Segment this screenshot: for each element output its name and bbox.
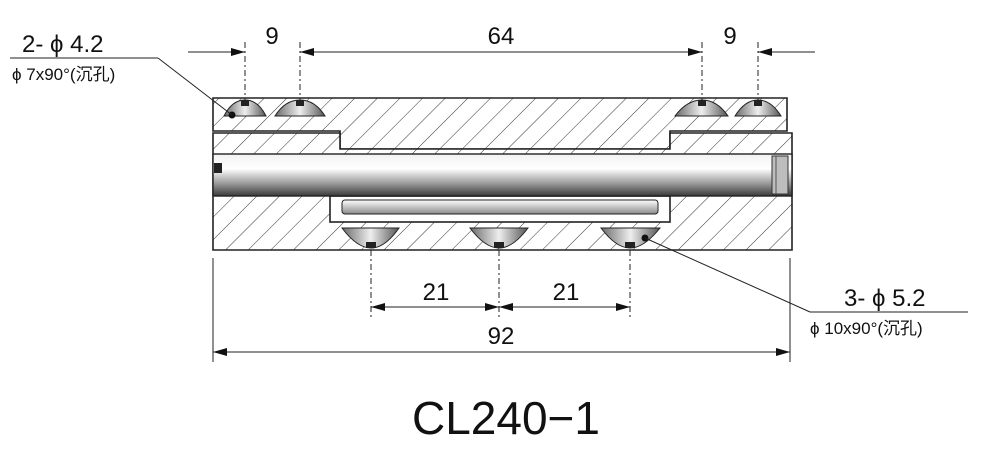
top-screw-2 (274, 99, 326, 117)
top-hole-countersink: ϕ 7x90°(沉孔) (12, 65, 115, 84)
dim-bottom-left-pitch: 21 (423, 279, 450, 306)
bottom-screw-3 (599, 227, 662, 249)
top-screw-1 (223, 99, 267, 117)
bottom-hole-callout: 3- ϕ 5.2 ϕ 10x90°(沉孔) (644, 237, 968, 338)
dim-top-left-pitch: 9 (265, 23, 278, 50)
bottom-dimension-lines (213, 303, 790, 356)
top-screw-3 (673, 99, 729, 117)
bottom-screw-1 (340, 227, 400, 249)
top-hole-callout: 2- ϕ 4.2 ϕ 7x90°(沉孔) (10, 31, 233, 116)
hinge-pin (212, 153, 793, 197)
model-number: CL240−1 (412, 392, 600, 444)
dim-overall-length: 92 (488, 323, 515, 350)
top-screw-4 (734, 99, 782, 117)
bottom-hole-qty-dia: 3- ϕ 5.2 (844, 285, 925, 312)
top-hole-qty-dia: 2- ϕ 4.2 (22, 31, 103, 58)
dim-top-right-pitch: 9 (723, 23, 736, 50)
bottom-hole-countersink: ϕ 10x90°(沉孔) (810, 319, 923, 338)
bottom-screw-2 (468, 227, 530, 249)
top-extension-lines (244, 42, 759, 100)
dim-bottom-right-pitch: 21 (553, 279, 580, 306)
dim-top-center-span: 64 (488, 23, 515, 50)
